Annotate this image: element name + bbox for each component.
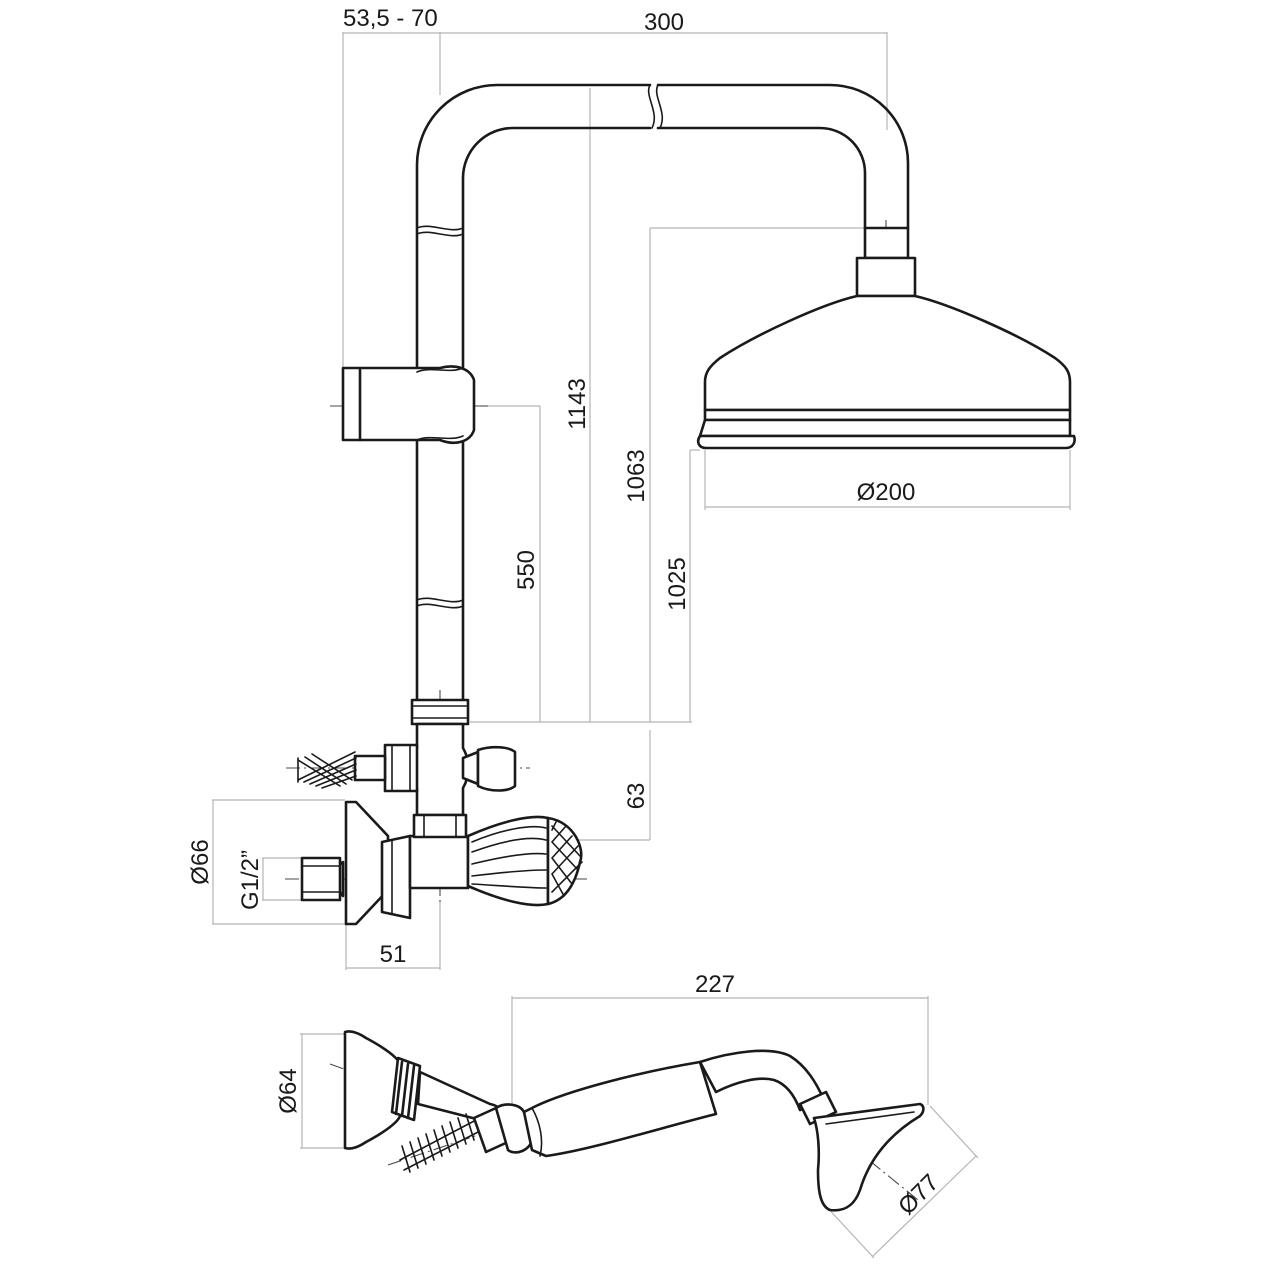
hose-coil <box>297 751 357 789</box>
label-thread: G1/2” <box>237 850 264 910</box>
dimension-labels: 53,5 - 70 300 1143 1063 550 1025 63 Ø200… <box>187 5 944 1220</box>
riser-pipe <box>415 83 910 702</box>
label-bracket-offset: 53,5 - 70 <box>343 5 438 32</box>
handset-assembly <box>343 1030 925 1212</box>
label-slider-height: 550 <box>513 550 540 590</box>
label-wall-depth: 51 <box>380 941 407 968</box>
overhead-shower-head <box>696 226 1076 450</box>
label-flange-diameter: Ø66 <box>187 839 214 884</box>
sliding-bracket <box>341 365 476 444</box>
label-head-diameter: Ø200 <box>857 479 916 506</box>
label-holder-diameter: Ø64 <box>275 1068 302 1113</box>
label-height-overall: 1143 <box>564 378 591 430</box>
label-handset-length: 227 <box>695 971 735 998</box>
label-valve-offset: 63 <box>623 783 650 810</box>
label-arm-length: 300 <box>644 9 684 36</box>
dimension-lines <box>212 32 1071 1259</box>
label-height-head-bottom: 1025 <box>664 557 691 610</box>
label-height-head-top: 1063 <box>623 449 650 502</box>
label-handset-head-diameter: Ø77 <box>893 1169 944 1220</box>
wall-valve <box>300 800 583 926</box>
diverter-assembly <box>353 698 517 817</box>
